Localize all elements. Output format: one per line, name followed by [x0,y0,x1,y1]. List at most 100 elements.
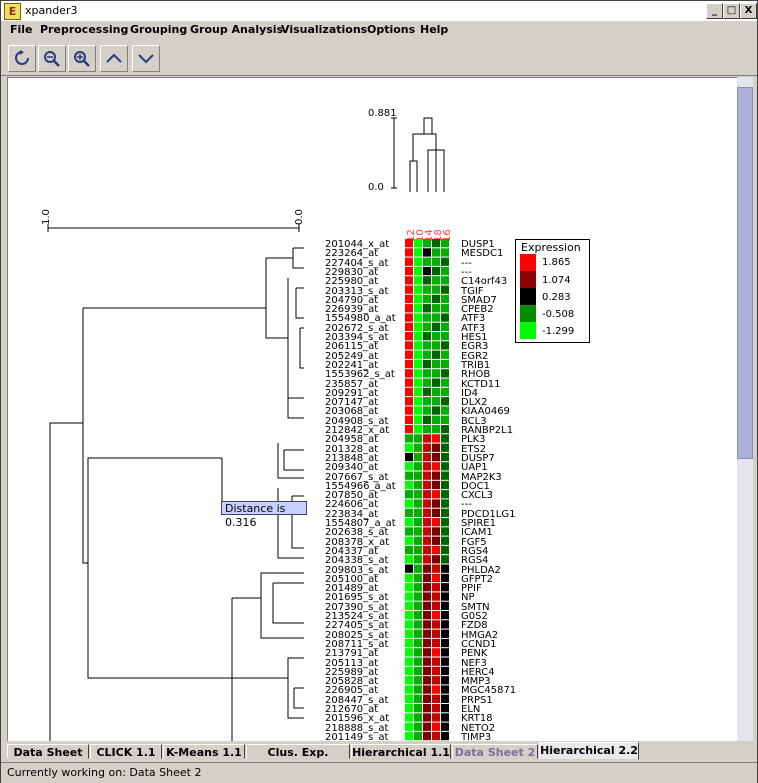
heatmap-cell[interactable] [414,294,422,304]
tab-clus-exp-matrix[interactable]: Clus. Exp. Matrix [246,744,350,774]
heatmap-cell[interactable] [405,601,413,610]
heatmap-cell[interactable] [423,648,431,657]
heatmap-cell[interactable] [441,480,449,490]
heatmap-cell[interactable] [441,239,449,248]
heatmap-cell[interactable] [441,731,449,741]
heatmap-cell[interactable] [423,415,431,424]
heatmap-cell[interactable] [423,480,431,490]
heatmap-cell[interactable] [423,564,431,573]
heatmap-cell[interactable] [414,415,422,424]
heatmap-cell[interactable] [441,378,449,387]
heatmap-cell[interactable] [432,285,440,294]
heatmap-cell[interactable] [414,434,422,443]
heatmap-cell[interactable] [414,564,422,573]
heatmap-cell[interactable] [414,322,422,331]
move-up-button[interactable] [100,45,128,72]
heatmap-cell[interactable] [441,415,449,424]
heatmap-cell[interactable] [414,648,422,657]
heatmap-cell[interactable] [441,490,449,499]
heatmap-cell[interactable] [432,676,440,685]
heatmap-cell[interactable] [432,480,440,490]
heatmap-cell[interactable] [441,592,449,601]
heatmap-cell[interactable] [405,462,413,471]
heatmap-cell[interactable] [405,555,413,564]
heatmap-cell[interactable] [414,406,422,415]
heatmap-cell[interactable] [432,704,440,713]
heatmap-cell[interactable] [441,676,449,685]
heatmap-cell[interactable] [405,257,413,266]
heatmap-cell[interactable] [432,239,440,248]
menu-help[interactable]: Help [420,23,449,36]
tab-data-sheet-2[interactable]: Data Sheet 2 [452,744,538,759]
maximize-button[interactable]: □ [723,3,740,19]
heatmap-cell[interactable] [414,490,422,499]
heatmap-cell[interactable] [432,564,440,573]
heatmap-cell[interactable] [432,415,440,424]
heatmap-cell[interactable] [405,387,413,397]
heatmap-cell[interactable] [432,294,440,304]
heatmap-cell[interactable] [432,425,440,434]
heatmap-cell[interactable] [414,731,422,741]
title-bar[interactable]: E xpander3 _ □ X [1,1,757,21]
heatmap-cell[interactable] [432,685,440,694]
heatmap-cell[interactable] [414,694,422,703]
heatmap-cell[interactable] [423,425,431,434]
heatmap-cell[interactable] [441,545,449,555]
heatmap-cell[interactable] [405,545,413,555]
heatmap-cell[interactable] [414,713,422,722]
heatmap-cell[interactable] [414,443,422,452]
vertical-scrollbar[interactable] [737,77,753,741]
scrollbar-thumb[interactable] [737,87,753,459]
heatmap-cell[interactable] [414,545,422,555]
heatmap-cell[interactable] [441,499,449,508]
heatmap-cell[interactable] [432,350,440,359]
heatmap-cell[interactable] [432,611,440,620]
heatmap-cell[interactable] [423,527,431,536]
heatmap-cell[interactable] [405,704,413,713]
heatmap-cell[interactable] [441,527,449,536]
heatmap-cell[interactable] [405,638,413,648]
heatmap-cell[interactable] [423,239,431,248]
heatmap-cell[interactable] [423,322,431,331]
tab-data-sheet-1[interactable]: Data Sheet 1 [7,744,89,774]
heatmap-cell[interactable] [423,443,431,452]
heatmap-cell[interactable] [423,722,431,731]
heatmap-cell[interactable] [414,452,422,462]
heatmap-cell[interactable] [405,592,413,601]
heatmap-cell[interactable] [432,341,440,350]
heatmap-cell[interactable] [405,266,413,276]
heatmap-cell[interactable] [441,359,449,369]
heatmap-cell[interactable] [441,443,449,452]
heatmap-cell[interactable] [432,397,440,406]
heatmap-cell[interactable] [423,304,431,313]
heatmap-cell[interactable] [414,248,422,257]
heatmap-cell[interactable] [405,583,413,592]
heatmap-cell[interactable] [441,657,449,666]
heatmap-cell[interactable] [432,666,440,676]
heatmap-cell[interactable] [432,518,440,527]
heatmap-cell[interactable] [423,666,431,676]
heatmap-cell[interactable] [414,239,422,248]
heatmap-cell[interactable] [405,694,413,703]
heatmap-cell[interactable] [423,638,431,648]
heatmap-cell[interactable] [441,434,449,443]
heatmap-cell[interactable] [432,490,440,499]
heatmap-cell[interactable] [441,313,449,322]
heatmap-cell[interactable] [441,406,449,415]
heatmap-cell[interactable] [405,452,413,462]
heatmap-cell[interactable] [423,573,431,583]
heatmap-cell[interactable] [405,629,413,638]
heatmap-cell[interactable] [432,332,440,341]
heatmap-cell[interactable] [432,657,440,666]
heatmap-cell[interactable] [423,704,431,713]
heatmap-cell[interactable] [405,536,413,545]
heatmap-cell[interactable] [441,629,449,638]
heatmap-cell[interactable] [414,313,422,322]
heatmap-cell[interactable] [423,490,431,499]
heatmap-cell[interactable] [441,266,449,276]
heatmap-cell[interactable] [441,294,449,304]
heatmap-cell[interactable] [405,499,413,508]
heatmap-cell[interactable] [405,304,413,313]
heatmap-cell[interactable] [405,527,413,536]
heatmap-cell[interactable] [423,257,431,266]
